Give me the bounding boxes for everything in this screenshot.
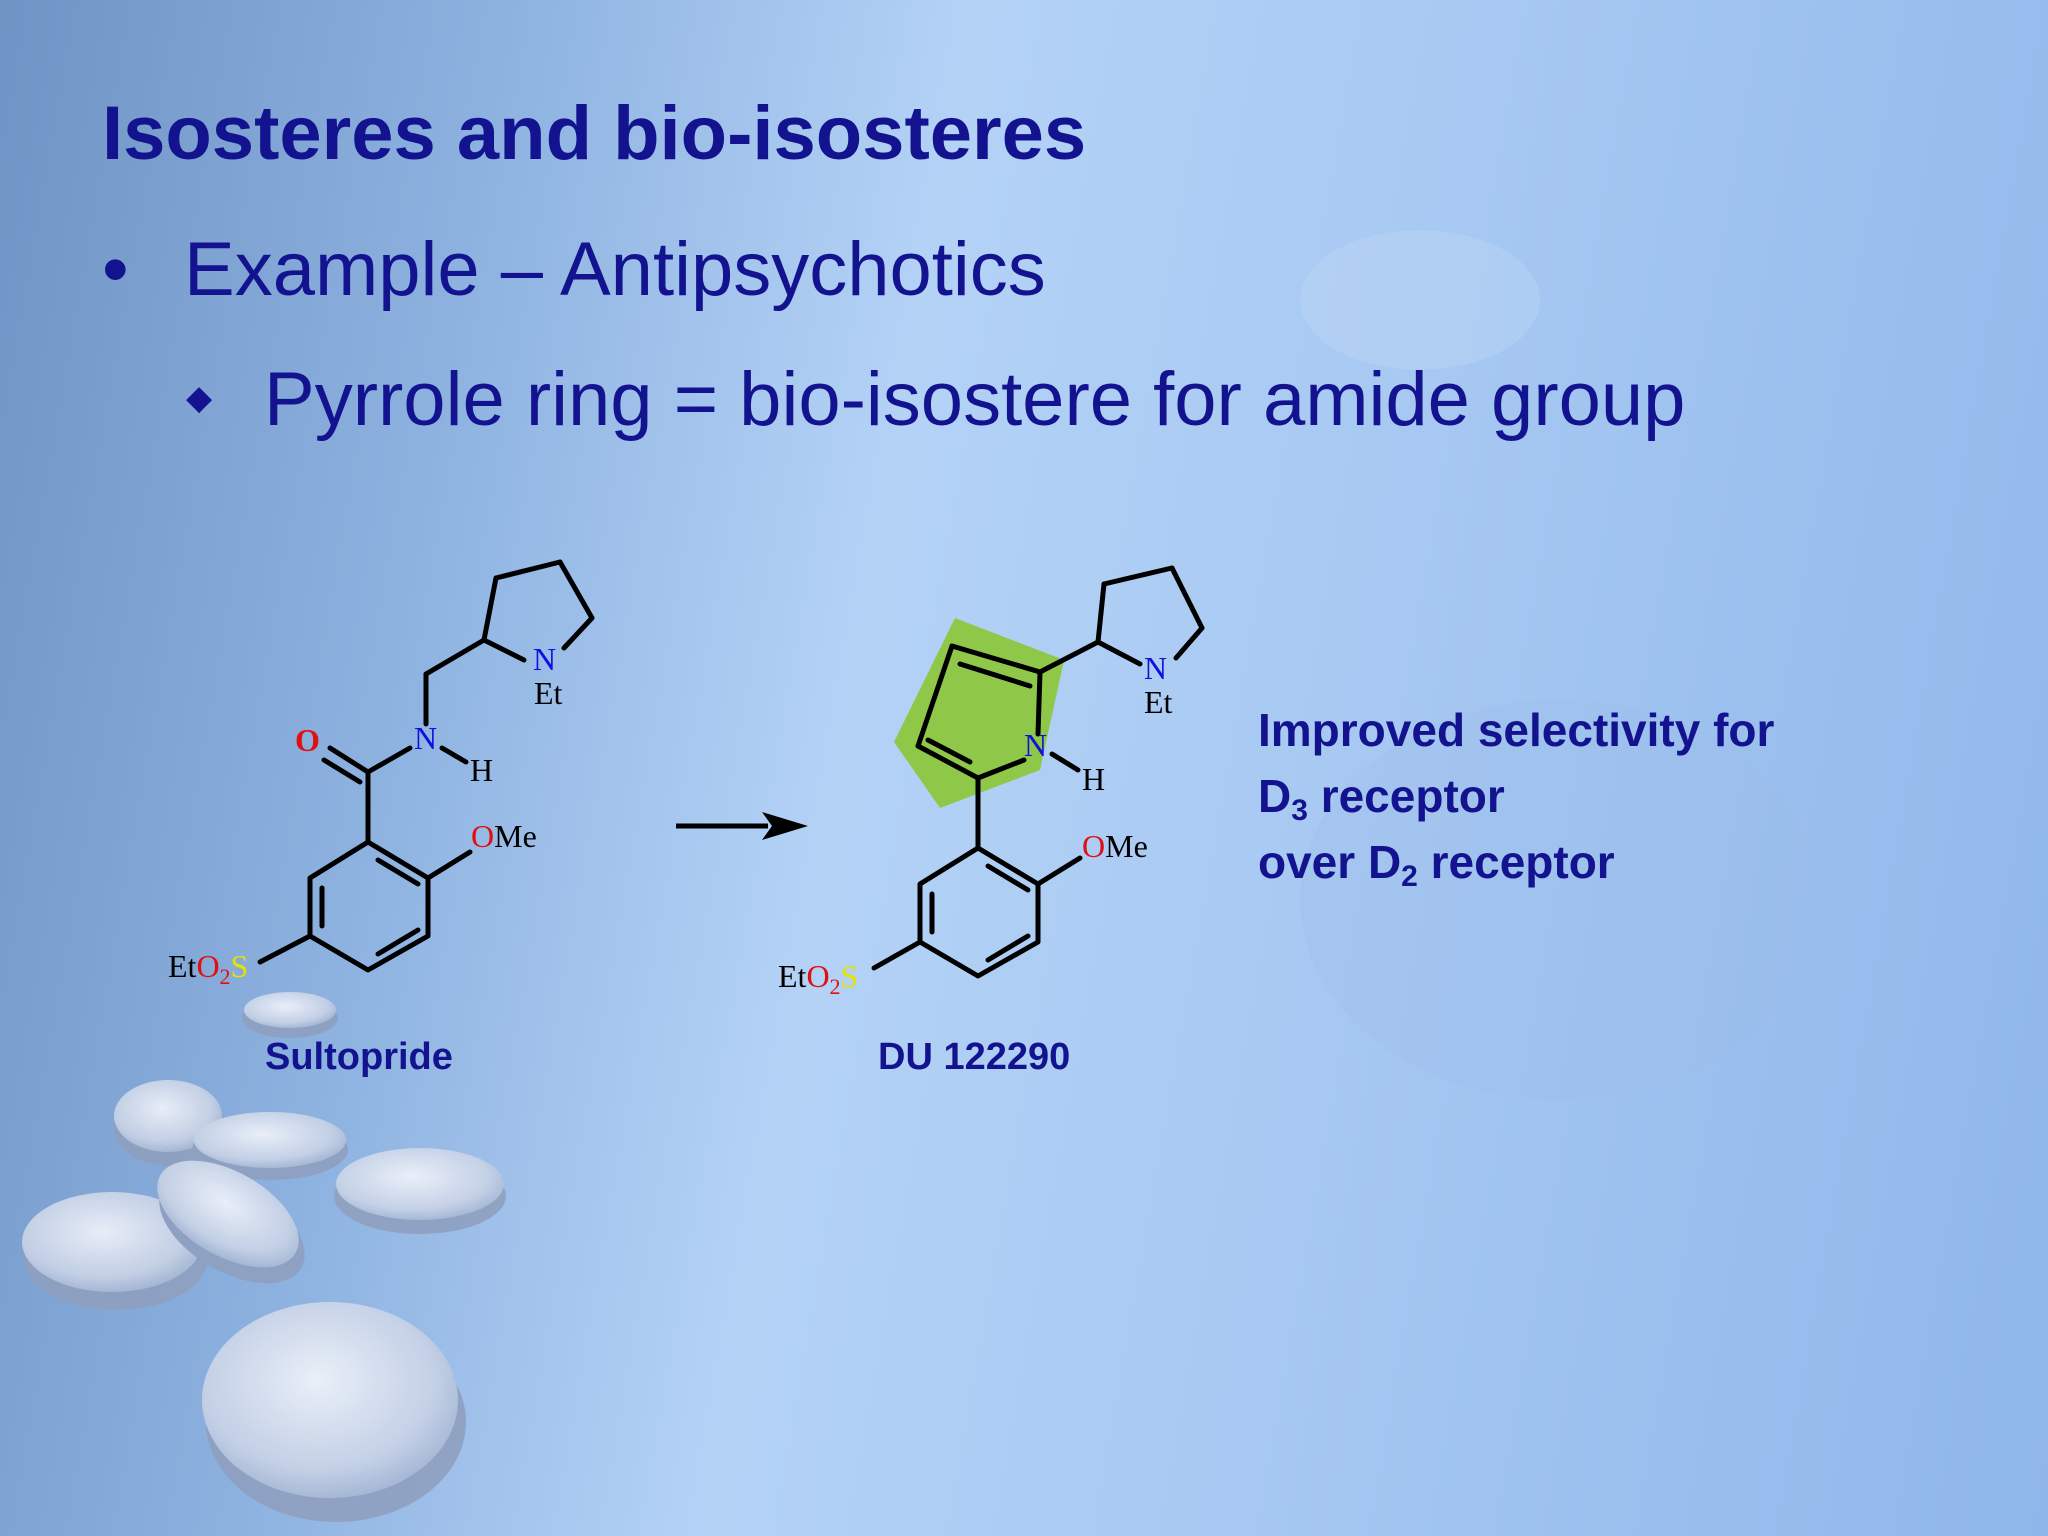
bullet-item: •Example – Antipsychotics (102, 232, 1046, 308)
note-line-1: Improved selectivity for (1258, 704, 1775, 756)
ring-nitrogen-label: N (1144, 650, 1167, 686)
methoxy-label: OMe (471, 818, 537, 854)
ethylsulfonyl-label: EtO2S (778, 958, 858, 999)
note-line-3: over D2 receptor (1258, 836, 1615, 893)
oxygen-label: O (295, 722, 320, 758)
bullet-dot-icon: • (102, 227, 129, 312)
ethyl-label: Et (1144, 684, 1173, 720)
ethylsulfonyl-label: EtO2S (168, 948, 248, 989)
bullet-text: Example – Antipsychotics (184, 227, 1046, 312)
du122290-structure (871, 565, 1205, 979)
amide-nitrogen-label: N (414, 720, 437, 756)
sultopride-atom-labels: O N H N Et OMe EtO2S (168, 641, 563, 989)
ring-nitrogen-label: N (533, 641, 556, 677)
methoxy-label: OMe (1082, 828, 1148, 864)
note-line-2: D3 receptor (1258, 770, 1505, 827)
du122290-caption: DU 122290 (878, 1036, 1071, 1078)
selectivity-note: Improved selectivity for D3 receptor ove… (1258, 697, 1774, 895)
reaction-arrow (676, 812, 808, 840)
ethyl-label: Et (534, 675, 563, 711)
hydrogen-label: H (470, 752, 493, 788)
slide-title: Isosteres and bio-isosteres (102, 91, 1087, 176)
du122290-atom-labels: N H N Et OMe EtO2S (778, 650, 1173, 999)
sub-bullet-item: ◆Pyrrole ring = bio-isostere for amide g… (186, 362, 1685, 438)
pyrrole-nitrogen-label: N (1024, 727, 1047, 763)
sub-bullet-text: Pyrrole ring = bio-isostere for amide gr… (264, 357, 1686, 442)
hydrogen-label: H (1082, 761, 1105, 797)
sultopride-caption: Sultopride (265, 1036, 453, 1078)
diamond-bullet-icon: ◆ (186, 379, 213, 417)
sultopride-structure (257, 559, 595, 973)
